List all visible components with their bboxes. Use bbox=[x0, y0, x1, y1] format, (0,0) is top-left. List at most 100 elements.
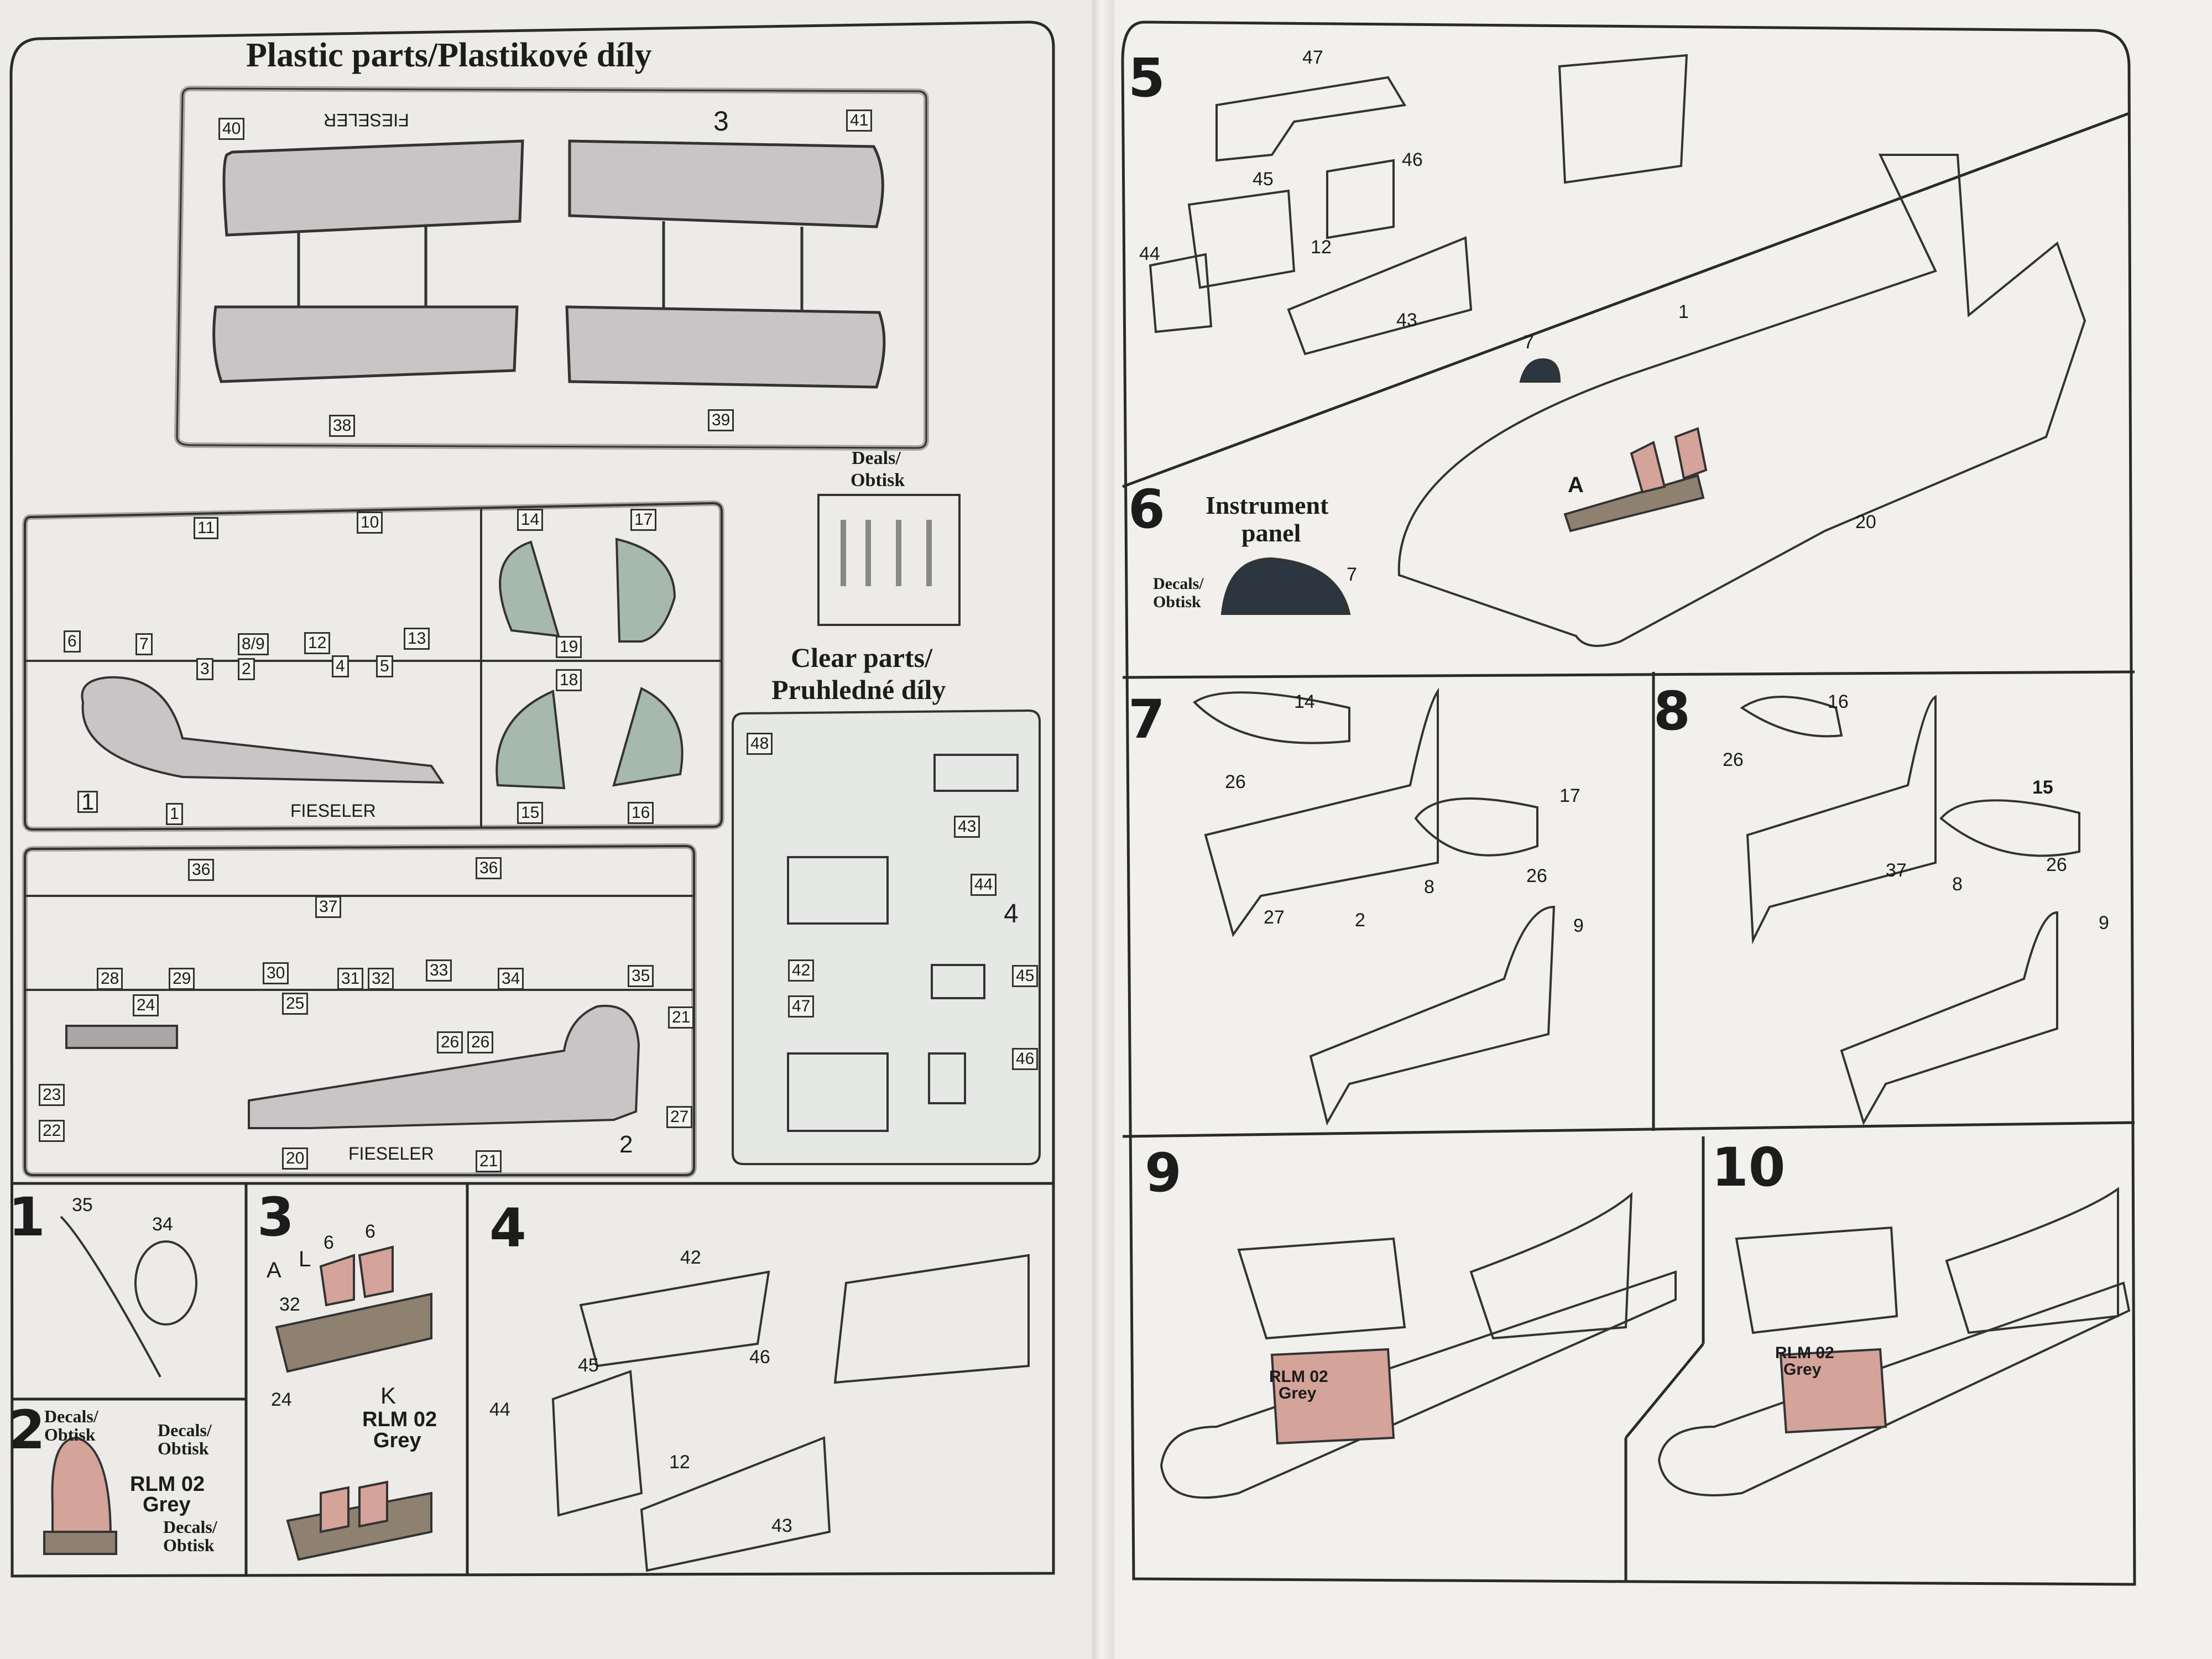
color-callout-2: Grey bbox=[373, 1429, 421, 1452]
callout: 24 bbox=[271, 1389, 292, 1410]
step-drawings-right bbox=[1149, 54, 2131, 1499]
deals-title: Deals/ bbox=[852, 448, 901, 468]
part-number: 25 bbox=[282, 993, 309, 1015]
callout: 8 bbox=[1952, 874, 1963, 895]
part-number: 5 bbox=[376, 655, 393, 677]
part-number: 13 bbox=[404, 628, 430, 650]
part-number: 26 bbox=[467, 1031, 494, 1053]
part-number: 18 bbox=[556, 669, 582, 691]
callout: 43 bbox=[1396, 310, 1417, 331]
part-number: 15 bbox=[517, 802, 544, 824]
part-number: 1 bbox=[77, 790, 98, 813]
part-number: 45 bbox=[1012, 965, 1039, 987]
part-number: 37 bbox=[315, 896, 342, 918]
part-number: 46 bbox=[1012, 1048, 1039, 1070]
deals-box bbox=[817, 494, 961, 626]
decals-label: Decals/ bbox=[44, 1406, 98, 1426]
part-number: 44 bbox=[971, 874, 997, 896]
part-number: 32 bbox=[368, 968, 394, 990]
clear-sprue bbox=[732, 709, 1041, 1165]
plastic-parts-title: Plastic parts/Plastikové díly bbox=[246, 36, 652, 74]
part-number: 41 bbox=[846, 109, 873, 132]
part-number: 27 bbox=[666, 1106, 693, 1128]
step-number-4: 4 bbox=[489, 1197, 526, 1259]
sprue-letter: 4 bbox=[1004, 899, 1019, 928]
decals-label: Decals/ bbox=[163, 1517, 217, 1537]
callout: 45 bbox=[578, 1355, 599, 1376]
callout: 17 bbox=[1559, 785, 1580, 806]
callout: K bbox=[380, 1383, 397, 1408]
color-callout: RLM 02 bbox=[1269, 1368, 1328, 1386]
part-number: 16 bbox=[628, 802, 654, 824]
callout: 15 bbox=[2032, 777, 2053, 798]
decals-label: Decals/ bbox=[1153, 575, 1204, 593]
sprue-2 bbox=[22, 843, 697, 1178]
decals-label-2: Obtisk bbox=[163, 1535, 215, 1555]
part-number: 21 bbox=[476, 1150, 502, 1172]
color-callout-2: Grey bbox=[143, 1493, 191, 1516]
step-number-6: 6 bbox=[1128, 478, 1165, 540]
step-number-5: 5 bbox=[1128, 47, 1165, 109]
step-number-1: 1 bbox=[8, 1186, 45, 1248]
part-number: 21 bbox=[668, 1006, 695, 1029]
decals-label-2: Obtisk bbox=[158, 1438, 209, 1458]
clear-parts-title-2: Pruhledné díly bbox=[771, 674, 946, 705]
brand-label-sprue3: FIESELER bbox=[324, 110, 409, 130]
callout: 37 bbox=[1886, 860, 1907, 881]
step-number-8: 8 bbox=[1653, 680, 1691, 742]
callout: 46 bbox=[749, 1347, 770, 1368]
decals-label-2: Obtisk bbox=[1153, 593, 1201, 611]
part-number: 43 bbox=[954, 816, 980, 838]
part-number: 33 bbox=[426, 959, 452, 982]
part-number: 1 bbox=[166, 803, 183, 825]
part-number: 3 bbox=[196, 658, 213, 680]
callout: A bbox=[1568, 473, 1584, 497]
step-number-7: 7 bbox=[1128, 688, 1165, 750]
sprue-letter: 2 bbox=[619, 1131, 633, 1158]
callout: 7 bbox=[1524, 332, 1534, 353]
part-number: 36 bbox=[476, 857, 502, 879]
part-number: 10 bbox=[357, 512, 383, 534]
instrument-panel-label: Instrument bbox=[1206, 491, 1329, 519]
callout: 26 bbox=[1225, 771, 1246, 792]
decals-label: Decals/ bbox=[158, 1420, 212, 1440]
callout: 32 bbox=[279, 1294, 300, 1315]
part-number: 29 bbox=[169, 968, 195, 990]
part-number: 2 bbox=[238, 658, 255, 680]
callout: 47 bbox=[1302, 47, 1323, 68]
part-number: 47 bbox=[788, 995, 815, 1018]
callout: 43 bbox=[771, 1515, 792, 1536]
callout: 12 bbox=[1311, 237, 1332, 258]
part-number: 26 bbox=[437, 1031, 463, 1053]
step-number-9: 9 bbox=[1145, 1142, 1182, 1204]
part-number: 36 bbox=[188, 859, 215, 881]
color-callout-2: Grey bbox=[1783, 1360, 1822, 1379]
callout: 44 bbox=[489, 1399, 510, 1420]
part-number: 39 bbox=[708, 409, 734, 431]
callout: L bbox=[299, 1247, 311, 1271]
part-number: 6 bbox=[64, 630, 81, 653]
color-callout: RLM 02 bbox=[130, 1473, 205, 1496]
step-drawings-left bbox=[43, 1215, 1030, 1572]
callout: 8 bbox=[1424, 877, 1434, 898]
part-number: 8/9 bbox=[238, 633, 269, 655]
callout: 16 bbox=[1828, 691, 1849, 712]
callout: 26 bbox=[1526, 865, 1547, 886]
part-number: 4 bbox=[332, 655, 349, 677]
part-number: 17 bbox=[630, 509, 657, 531]
sprue-letter: 3 bbox=[713, 106, 729, 137]
instrument-panel-label-2: panel bbox=[1241, 519, 1301, 547]
part-number: 30 bbox=[263, 962, 289, 984]
callout: 34 bbox=[152, 1214, 173, 1235]
callout: 6 bbox=[324, 1232, 334, 1253]
callout: 6 bbox=[365, 1221, 375, 1242]
part-number: 14 bbox=[517, 509, 544, 531]
callout: 14 bbox=[1294, 691, 1315, 712]
part-number: 23 bbox=[39, 1084, 65, 1106]
left-frame bbox=[9, 20, 1055, 1578]
part-number: 42 bbox=[788, 959, 815, 982]
deals-title-2: Obtisk bbox=[851, 470, 905, 491]
brand-label-sprue1: FIESELER bbox=[290, 801, 376, 821]
sprue-1 bbox=[22, 500, 724, 833]
